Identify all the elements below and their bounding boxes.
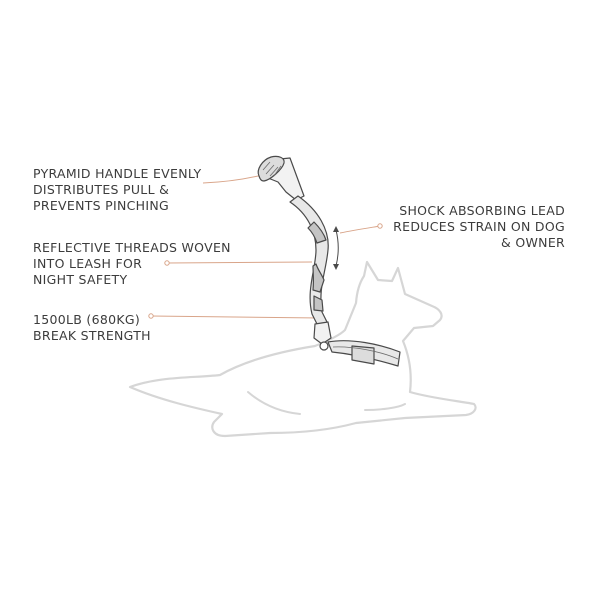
callout-line: BREAK STRENGTH [33,328,151,343]
leash [257,155,401,367]
callout-line: REDUCES STRAIN ON DOG [393,219,565,234]
handle-grip-texture [262,161,282,177]
leader-pyramid-handle [202,174,263,184]
reflective-band-1 [307,221,327,244]
callout-line: SHOCK ABSORBING LEAD [399,203,565,218]
callout-line: & OWNER [501,235,565,250]
collar-inner-line [332,346,399,360]
clip-ring [319,341,329,351]
callout-reflective-threads: REFLECTIVE THREADS WOVEN INTO LEASH FOR … [33,240,231,288]
collar-buckle [351,345,375,365]
shock-arrow-head-top [333,226,339,232]
callout-break-strength: 1500LB (680KG) BREAK STRENGTH [33,312,151,344]
callout-line: REFLECTIVE THREADS WOVEN [33,240,231,255]
callout-pyramid-handle: PYRAMID HANDLE EVENLY DISTRIBUTES PULL &… [33,166,201,214]
dog-front-leg-line [364,403,406,411]
leader-dot-break [148,313,154,319]
callout-line: 1500LB (680KG) [33,312,141,327]
leash-clip [313,321,332,345]
shock-arrow-line [335,229,339,267]
callout-line: DISTRIBUTES PULL & [33,182,170,197]
callout-line: NIGHT SAFETY [33,272,128,287]
leader-reflective [166,261,313,264]
callout-shock-absorbing: SHOCK ABSORBING LEAD REDUCES STRAIN ON D… [393,203,565,251]
leader-break-strength [150,315,321,319]
reflective-band-3 [313,295,324,312]
callout-line: INTO LEASH FOR [33,256,143,271]
reflective-band-2 [312,263,325,293]
leader-dot-reflective [164,260,170,266]
shock-arrow-head-bottom [333,264,339,270]
dog-silhouette [128,260,477,438]
callout-line: PREVENTS PINCHING [33,198,169,213]
callout-line: PYRAMID HANDLE EVENLY [33,166,202,181]
leader-shock [339,225,381,234]
dog-hind-leg-line [247,391,301,415]
leader-dot-shock [377,223,383,229]
